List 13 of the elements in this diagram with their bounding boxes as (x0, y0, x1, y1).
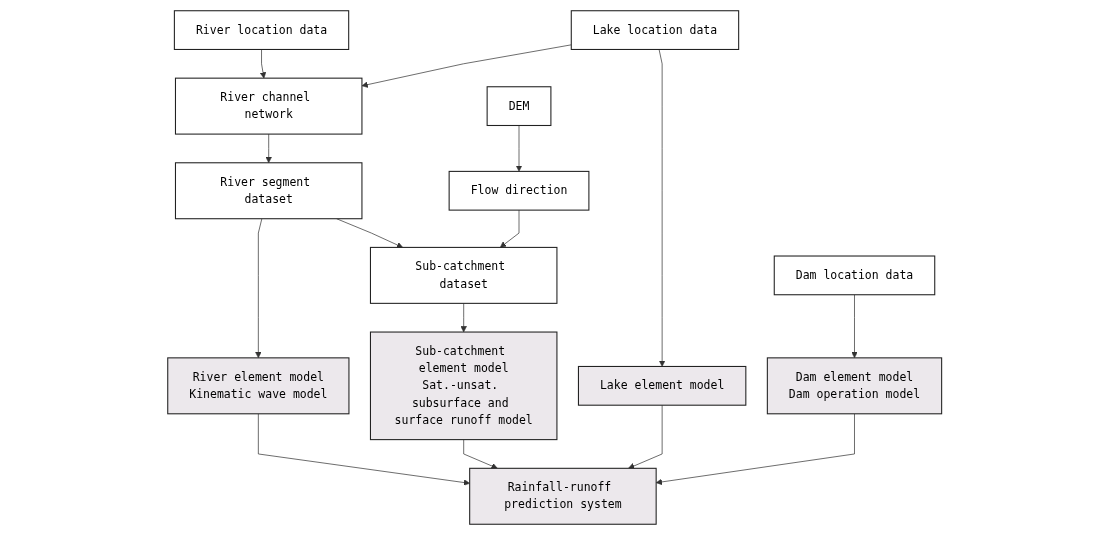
node-box: Flow direction (448, 170, 590, 211)
node-box: Rainfall-runoff prediction system (469, 467, 657, 525)
node-box: River channel network (175, 77, 363, 135)
node-box: Sub-catchment dataset (370, 246, 558, 304)
node-box: River segment dataset (175, 162, 363, 220)
node-box: Dam location data (774, 255, 936, 296)
node-box: River location data (174, 10, 350, 50)
node-box: Lake location data (571, 10, 740, 50)
node-box: River element model Kinematic wave model (167, 357, 350, 415)
node-box: Lake element model (578, 365, 747, 406)
node-box: Sub-catchment element model Sat.-unsat. subsurface and surface runoff model (370, 331, 558, 441)
node-box: DEM (486, 86, 552, 127)
node-box: Dam element model Dam operation model (767, 357, 943, 415)
